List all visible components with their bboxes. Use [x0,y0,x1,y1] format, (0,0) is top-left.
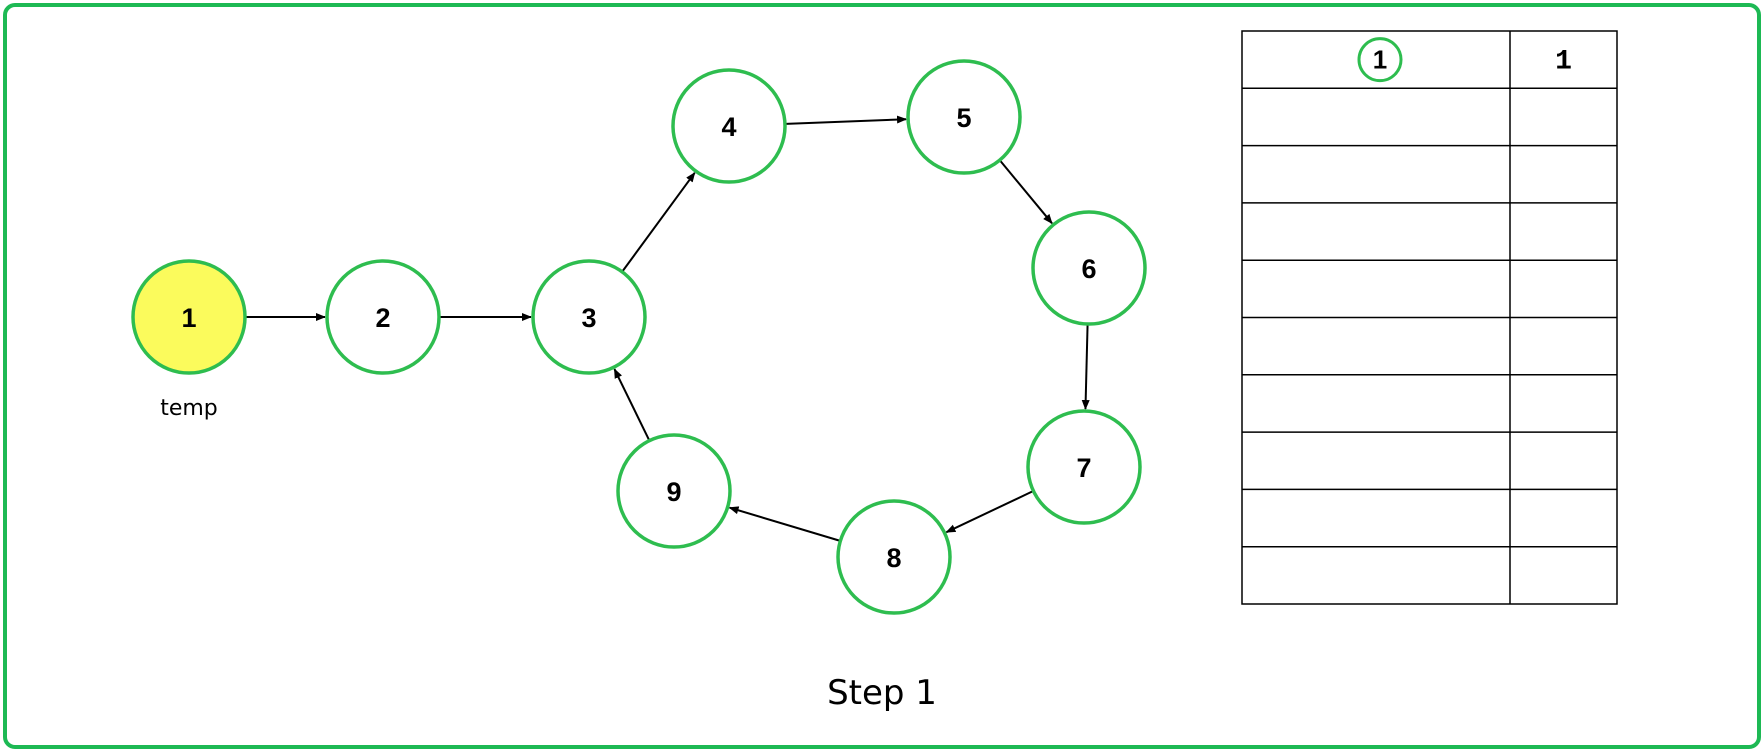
node-label: 1 [181,303,196,333]
node-circle [1026,409,1142,525]
node-label: 7 [1076,453,1091,483]
node-circle [616,433,732,549]
edge-3-to-4 [621,171,696,272]
node-4: 4 [671,68,787,184]
node-8: 8 [836,499,952,615]
node-label: 5 [956,103,971,133]
node-label: 2 [375,303,390,333]
edge-5-to-6 [999,160,1053,225]
node-9: 9 [616,433,732,549]
node-circle [906,59,1022,175]
node-label: 3 [581,303,596,333]
node-circle [131,259,247,375]
edge-4-to-5 [785,115,908,125]
node-label: 8 [886,543,901,573]
edges-layer [246,115,1090,542]
edge-6-to-7 [1081,324,1090,411]
node-2: 2 [325,259,441,375]
node-6: 6 [1031,210,1147,326]
table-value-cell: 1 [1555,47,1572,78]
node-circle [531,259,647,375]
edge-7-to-8 [945,490,1033,534]
node-circle [1031,210,1147,326]
node-label: 9 [666,477,681,507]
node-circle [671,68,787,184]
edge-8-to-9 [728,506,840,542]
table-row-node-1: 1 [1357,37,1403,83]
node-circle [836,499,952,615]
step-label: Step 1 [827,673,937,713]
temp-pointer-label: temp [160,396,218,421]
node-3: 3 [531,259,647,375]
table-node-label: 1 [1373,45,1387,75]
nodes-layer: 1 2 3 4 5 6 7 8 9 [131,59,1147,615]
table-node-circle [1357,37,1403,83]
node-7: 7 [1026,409,1142,525]
node-label: 4 [721,112,736,142]
node-1: 1 [131,259,247,375]
node-circle [325,259,441,375]
edge-9-to-3 [613,368,650,441]
node-label: 6 [1081,254,1096,284]
node-5: 5 [906,59,1022,175]
